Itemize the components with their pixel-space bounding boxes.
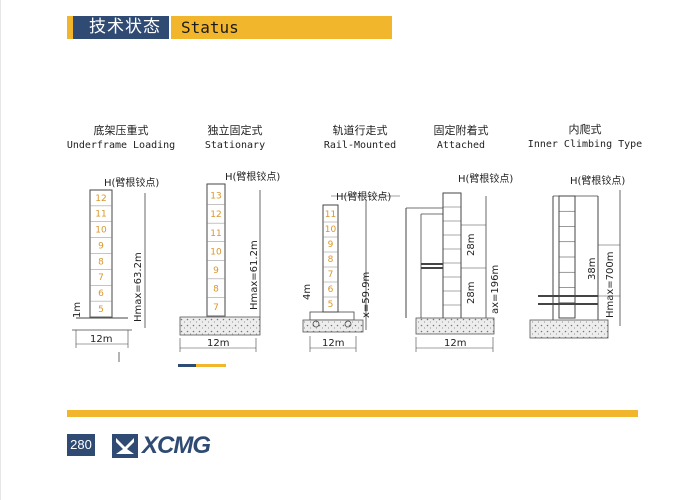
left-dim-label: 4m <box>302 284 313 300</box>
height-label: Hmax=61.2m <box>249 240 260 310</box>
section-number: 9 <box>98 241 104 251</box>
section-number: 9 <box>213 266 219 276</box>
caption-attached: 固定附着式 Attached <box>416 123 506 153</box>
mast-cells <box>559 210 575 304</box>
diagram-underframe: 12 11 10 9 8 7 6 5 H(臂根铰点) Hmax=63.2m 1m 12m <box>72 176 159 362</box>
section-number: 11 <box>325 210 336 220</box>
header-title-en: Status <box>171 16 392 39</box>
section-number: 10 <box>210 247 222 257</box>
xcmg-logo-icon <box>112 434 138 458</box>
section-number: 7 <box>98 273 104 283</box>
hook-label: H(臂根铰点) <box>104 176 159 189</box>
section-number: 10 <box>95 226 107 236</box>
caption-cn: 轨道行走式 <box>332 124 388 137</box>
section-number: 12 <box>210 210 221 220</box>
width-label: 12m <box>90 334 112 345</box>
caption-cn: 内爬式 <box>568 123 602 136</box>
brand-name: XCMG <box>142 432 211 459</box>
height-label: Hmax=700m <box>605 251 616 318</box>
hook-label: H(臂根铰点) <box>458 172 513 185</box>
caption-inner-climbing: 内爬式 Inner Climbing Type <box>525 122 645 152</box>
diagram-inner-climbing: H(臂根铰点) 38m Hmax=700m <box>529 174 625 339</box>
left-dim-label: 1m <box>72 302 83 318</box>
section-number: 10 <box>325 225 337 235</box>
hook-label: H(臂根铰点) <box>336 190 391 203</box>
section-number: 9 <box>328 240 334 250</box>
tie-dim-lower: 28m <box>466 282 477 304</box>
caption-en: Underframe Loading <box>66 140 176 151</box>
header-accent <box>67 16 73 39</box>
caption-cn: 独立固定式 <box>207 124 263 137</box>
header-title-cn: 技术状态 <box>73 16 169 39</box>
section-number: 8 <box>213 284 219 294</box>
caption-en: Stationary <box>204 140 266 151</box>
caption-en: Attached <box>436 140 486 151</box>
section-number: 6 <box>98 289 104 299</box>
hook-label: H(臂根铰点) <box>225 170 280 183</box>
mast-sections: 13 12 11 10 9 8 7 <box>207 192 225 317</box>
section-number: 6 <box>328 285 334 295</box>
height-label: x=59.9m <box>361 272 372 318</box>
width-label: 12m <box>207 338 229 349</box>
climb-dim-label: 38m <box>587 258 598 280</box>
caption-cn: 固定附着式 <box>433 124 489 137</box>
diagram-stationary: 13 12 11 10 9 8 7 H(臂根铰点) Hmax=61.2m 12m <box>179 170 280 352</box>
mast-sections: 11 10 9 8 7 6 5 <box>323 210 338 313</box>
diagram-rail: 11 10 9 8 7 6 5 H(臂根铰点) x=59.9m 4m 12m <box>302 190 400 352</box>
caption-stationary: 独立固定式 Stationary <box>190 123 280 153</box>
section-number: 11 <box>210 229 221 239</box>
section-number: 5 <box>328 300 334 310</box>
section-number: 11 <box>95 210 106 220</box>
height-label: ax=196m <box>490 265 501 314</box>
page-number: 280 <box>67 434 95 456</box>
section-number: 5 <box>98 305 104 315</box>
wheel <box>312 320 320 328</box>
section-number: 8 <box>98 257 104 267</box>
section-number: 7 <box>328 270 334 280</box>
hook-label: H(臂根铰点) <box>570 174 625 187</box>
caption-rail: 轨道行走式 Rail-Mounted <box>315 123 405 153</box>
decor-yellow-stripe <box>196 364 226 367</box>
caption-cn: 底架压重式 <box>93 124 149 137</box>
caption-en: Inner Climbing Type <box>527 139 643 150</box>
height-label: Hmax=63.2m <box>133 252 144 322</box>
section-number: 7 <box>213 303 219 313</box>
mast-sections: 12 11 10 9 8 7 6 5 <box>90 194 112 318</box>
section-number: 13 <box>210 192 221 202</box>
page-edge <box>0 0 1 500</box>
caption-en: Rail-Mounted <box>323 140 397 151</box>
diagram-attached: H(臂根铰点) 28m 28m ax=196m 12m <box>405 172 513 352</box>
decor-blue-stripe <box>178 364 196 367</box>
wheel <box>344 320 352 328</box>
rail-bed <box>302 319 364 333</box>
section-number: 8 <box>328 255 334 265</box>
section-number: 12 <box>95 194 106 204</box>
mast-outline <box>442 192 462 320</box>
footer-bar <box>67 410 638 417</box>
width-label: 12m <box>444 338 466 349</box>
foundation <box>179 316 261 336</box>
tie-dim-upper: 28m <box>466 234 477 256</box>
caption-underframe: 底架压重式 Underframe Loading <box>66 123 176 153</box>
travel-carriage <box>309 311 355 321</box>
foundation <box>415 317 495 335</box>
width-label: 12m <box>322 338 344 349</box>
foundation <box>529 319 609 339</box>
mast-cells <box>443 206 461 306</box>
